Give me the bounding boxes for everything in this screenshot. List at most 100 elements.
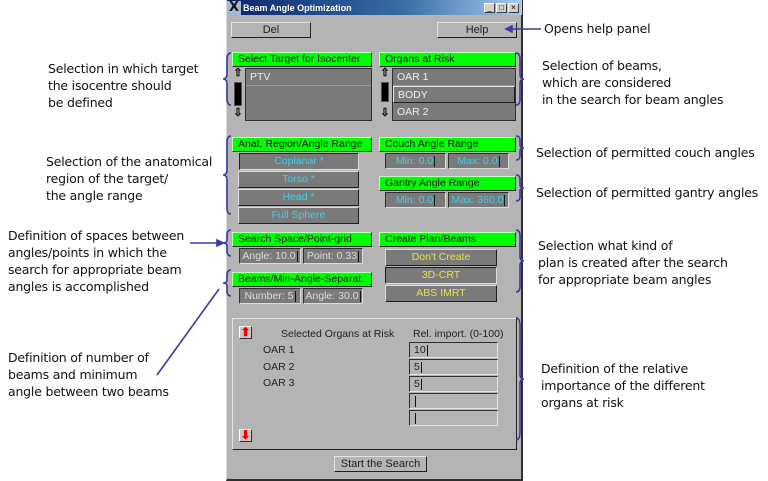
annotation-line: Selection of the anatomical bbox=[46, 154, 213, 169]
scroll-thumb[interactable] bbox=[381, 82, 389, 102]
search-space-header[interactable]: Search Space/Point-grid bbox=[232, 232, 372, 247]
beams-min-angle-header[interactable]: Beams/Min-Angle-Separat. bbox=[232, 272, 372, 287]
list-item[interactable]: OAR 2 bbox=[397, 106, 429, 118]
importance-field[interactable]: 5 bbox=[409, 359, 498, 375]
column-header-importance: Rel. import. (0-100) bbox=[413, 328, 504, 340]
annotation-line: search for appropriate beam bbox=[8, 262, 182, 277]
region-option-full-sphere[interactable]: Full Sphere bbox=[238, 207, 359, 224]
scroll-up-icon[interactable]: ⇧ bbox=[380, 67, 390, 79]
search-point-field[interactable]: Point: 0.33 bbox=[303, 248, 363, 264]
help-button[interactable]: Help bbox=[437, 22, 517, 38]
annotation-line: beams and minimum bbox=[8, 367, 138, 382]
importance-field[interactable] bbox=[409, 410, 498, 426]
scroll-down-icon[interactable]: ⇩ bbox=[233, 107, 243, 119]
text-caret bbox=[358, 250, 360, 262]
text-caret bbox=[420, 378, 422, 390]
annotation-line: plan is created after the search bbox=[538, 255, 728, 270]
field-value: Min: 0.0 bbox=[395, 194, 434, 206]
target-scrollbar[interactable]: ⇧ ⇩ bbox=[232, 68, 244, 120]
start-search-button[interactable]: Start the Search bbox=[334, 456, 427, 472]
annotation-line: in the search for beam angles bbox=[542, 92, 724, 107]
list-item-selected[interactable]: BODY bbox=[393, 86, 515, 103]
del-button[interactable]: Del bbox=[231, 22, 311, 38]
text-caret bbox=[420, 361, 422, 373]
search-angle-field[interactable]: Angle: 10.0 bbox=[239, 248, 301, 264]
annotation-line: for appropriate beam angles bbox=[538, 272, 712, 287]
region-option-torso[interactable]: Torso * bbox=[238, 171, 359, 188]
text-caret bbox=[504, 194, 506, 206]
scroll-up-icon[interactable]: ⇧ bbox=[233, 67, 243, 79]
text-caret bbox=[434, 155, 436, 167]
text-caret bbox=[434, 194, 436, 206]
minimize-button[interactable]: _ bbox=[484, 2, 495, 13]
scroll-up-red-arrow-icon[interactable]: ⬆ bbox=[239, 325, 252, 339]
create-plan-header[interactable]: Create Plan/Beams bbox=[379, 232, 516, 247]
couch-angle-header[interactable]: Couch Angle Range bbox=[379, 137, 516, 152]
text-caret bbox=[498, 155, 500, 167]
beam-angle-optimization-window: X Beam Angle Optimization _ □ × Del Help… bbox=[226, 0, 523, 481]
text-caret bbox=[294, 290, 296, 302]
organs-at-risk-header[interactable]: Organs at Risk bbox=[379, 52, 516, 67]
arrow-search-head bbox=[216, 238, 225, 248]
title-bar[interactable]: X Beam Angle Optimization _ □ × bbox=[227, 0, 522, 15]
maximize-button[interactable]: □ bbox=[496, 2, 507, 13]
couch-max-field[interactable]: Max: 0.0 bbox=[448, 153, 509, 169]
close-button[interactable]: × bbox=[508, 2, 519, 13]
plan-option-dont-create[interactable]: Don't Create bbox=[385, 249, 497, 266]
text-caret bbox=[426, 344, 428, 356]
annotation-couch: Selection of permitted couch angles bbox=[536, 144, 755, 161]
annotation-line: importance of the different bbox=[541, 378, 705, 393]
beams-number-field[interactable]: Number: 5 bbox=[239, 288, 301, 304]
annotation-line: region of the target/ bbox=[46, 171, 169, 186]
scroll-down-icon[interactable]: ⇩ bbox=[380, 107, 390, 119]
annotation-line: organs at risk bbox=[541, 395, 624, 410]
text-caret bbox=[359, 290, 361, 302]
beams-angle-field[interactable]: Angle: 30.0 bbox=[303, 288, 363, 304]
annotation-line: Definition of the relative bbox=[541, 361, 688, 376]
target-listbox[interactable]: PTV bbox=[245, 68, 372, 121]
anat-region-header[interactable]: Anat. Region/Angle Range bbox=[232, 137, 372, 152]
region-option-head[interactable]: Head * bbox=[238, 189, 359, 206]
column-header-organs: Selected Organs at Risk bbox=[281, 328, 395, 340]
gantry-min-field[interactable]: Min: 0.0 bbox=[385, 192, 446, 208]
field-value: 5 bbox=[414, 378, 420, 390]
scroll-down-red-arrow-icon[interactable]: ⬇ bbox=[239, 428, 252, 442]
annotation-plan: Selection what kind of plan is created a… bbox=[538, 237, 728, 288]
importance-field[interactable]: 10 bbox=[409, 342, 498, 358]
importance-field[interactable]: 5 bbox=[409, 376, 498, 392]
annotation-line: Definition of spaces between bbox=[8, 228, 185, 243]
field-value: Point: 0.33 bbox=[306, 250, 358, 262]
organ-label: OAR 1 bbox=[263, 344, 295, 356]
plan-option-abs-imrt[interactable]: ABS IMRT bbox=[385, 285, 497, 302]
annotation-line: Selection of permitted gantry angles bbox=[536, 185, 759, 200]
scroll-thumb[interactable] bbox=[234, 82, 242, 106]
importance-field[interactable] bbox=[409, 393, 498, 409]
annotation-importance: Definition of the relative importance of… bbox=[541, 360, 705, 411]
annotation-line: be defined bbox=[48, 95, 113, 110]
annotation-line: angle between two beams bbox=[8, 384, 169, 399]
select-target-header[interactable]: Select Target for Isocenter bbox=[232, 52, 372, 67]
field-value: Max: 360.0 bbox=[451, 194, 504, 206]
annotation-beams: Definition of number of beams and minimu… bbox=[8, 349, 169, 400]
annotation-line: angles/points in which the bbox=[8, 245, 167, 260]
gantry-angle-header[interactable]: Gantry Angle Range bbox=[379, 176, 516, 191]
annotation-target: Selection in which target the isocentre … bbox=[48, 60, 199, 111]
field-value: 10 bbox=[414, 344, 426, 356]
gantry-max-field[interactable]: Max: 360.0 bbox=[448, 192, 509, 208]
organs-scrollbar[interactable]: ⇧ ⇩ bbox=[379, 68, 391, 120]
list-item[interactable]: OAR 1 bbox=[393, 69, 515, 86]
plan-option-3d-crt[interactable]: 3D-CRT bbox=[385, 267, 497, 284]
list-item[interactable]: PTV bbox=[246, 69, 371, 86]
region-option-coplanar[interactable]: Coplanar * bbox=[239, 153, 359, 170]
organs-listbox[interactable]: OAR 1 BODY OAR 2 bbox=[392, 68, 516, 121]
text-caret bbox=[415, 395, 416, 407]
annotation-organs: Selection of beams, which are considered… bbox=[542, 57, 724, 108]
annotation-line: Selection what kind of bbox=[538, 238, 673, 253]
annotation-line: the isocentre should bbox=[48, 78, 172, 93]
annotation-line: angles is accomplished bbox=[8, 279, 149, 294]
couch-min-field[interactable]: Min: 0.0 bbox=[385, 153, 446, 169]
window-title: Beam Angle Optimization bbox=[243, 2, 352, 13]
field-value: Number: 5 bbox=[244, 290, 294, 302]
annotation-search-space: Definition of spaces between angles/poin… bbox=[8, 227, 184, 295]
organ-label: OAR 2 bbox=[263, 361, 295, 373]
